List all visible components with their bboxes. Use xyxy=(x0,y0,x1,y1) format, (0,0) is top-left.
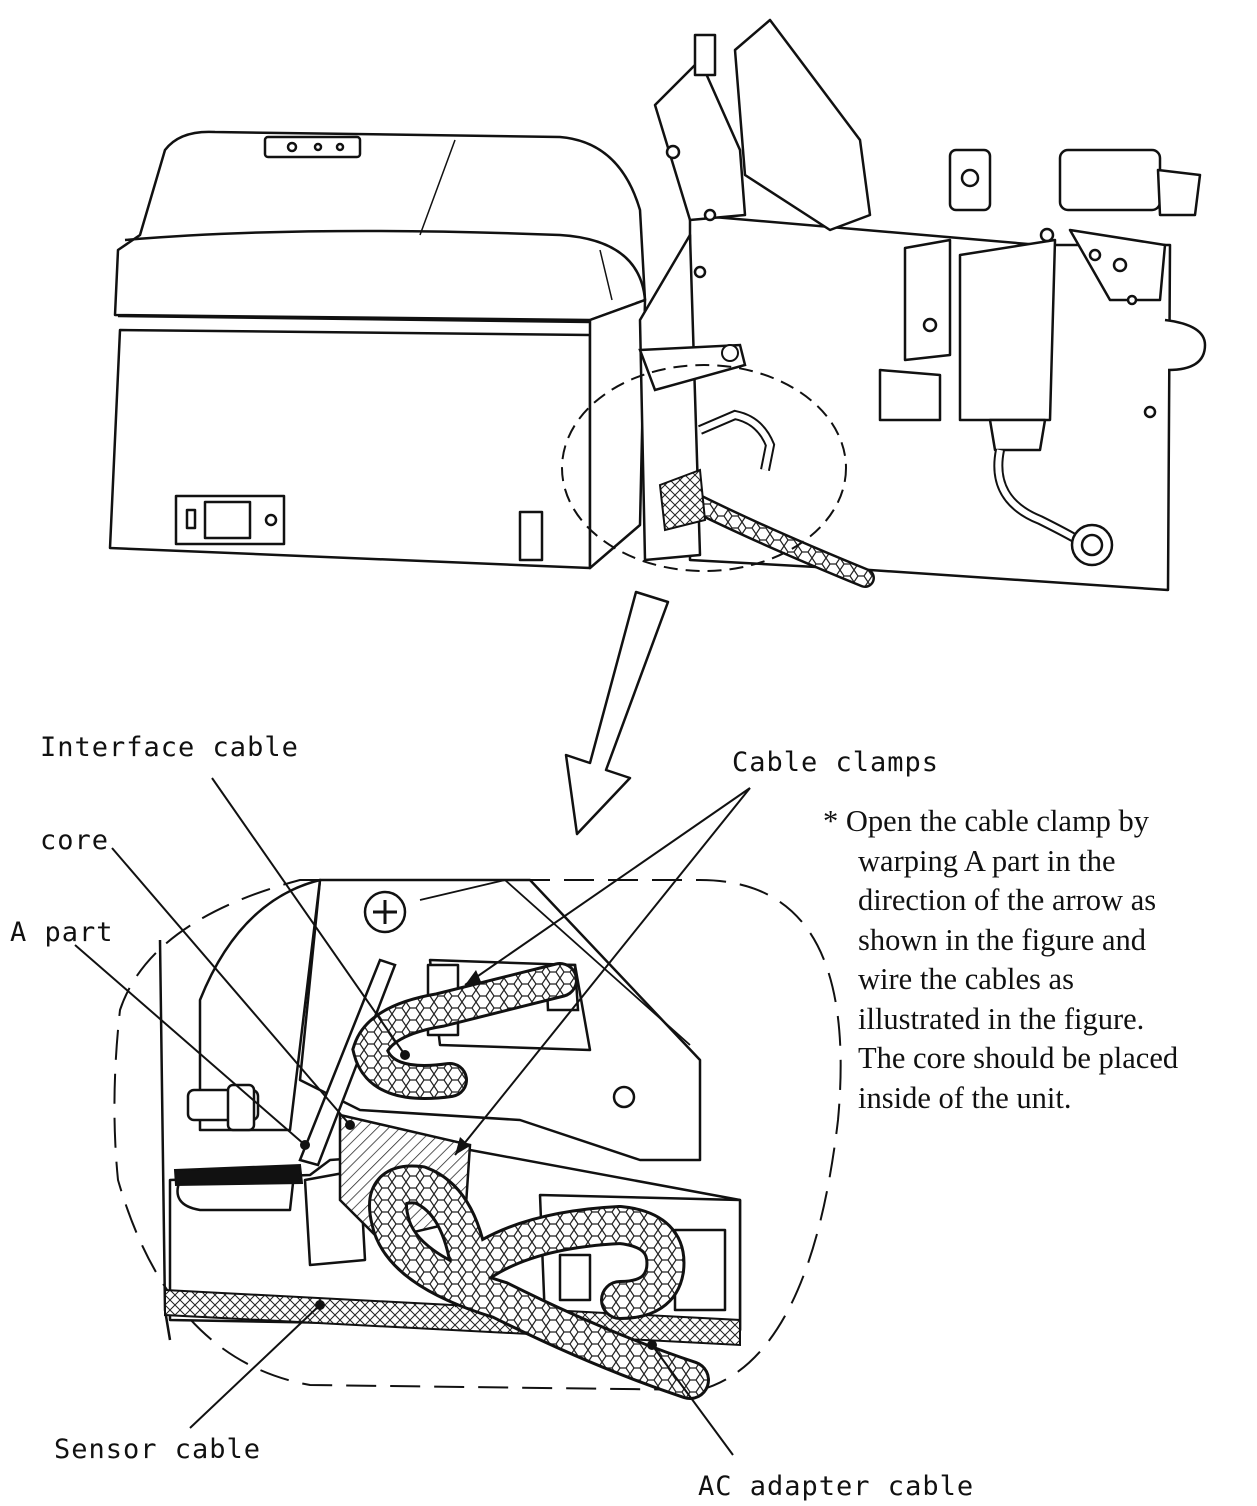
label-a-part: A part xyxy=(10,917,114,948)
note-line: inside of the unit. xyxy=(858,1080,1072,1115)
label-core: core xyxy=(40,825,110,856)
note-line: wire the cables as xyxy=(858,962,1074,996)
detail-view xyxy=(113,878,842,1400)
label-sensor-cable: Sensor cable xyxy=(54,1434,262,1465)
leader-dots xyxy=(300,1050,657,1350)
zoom-arrow xyxy=(564,590,670,836)
mechanism-unit xyxy=(638,18,1207,592)
label-ac-adapter-cable: AC adapter cable xyxy=(698,1471,975,1502)
printer-housing xyxy=(108,130,647,570)
leader-arrowheads xyxy=(455,970,482,1155)
note-line: shown in the figure and xyxy=(858,922,1146,957)
detail-highlight-ellipse xyxy=(561,364,847,572)
note-line: warping A part in the xyxy=(858,843,1116,878)
note-line: illustrated in the figure. xyxy=(858,1001,1145,1036)
instruction-note: * Open the cable clamp by warping A part… xyxy=(823,802,1253,1118)
note-line: direction of the arrow as xyxy=(858,883,1157,917)
note-line: The core should be placed xyxy=(858,1041,1179,1075)
label-cable-clamps: Cable clamps xyxy=(732,747,940,778)
note-line: * Open the cable clamp by xyxy=(823,804,1150,838)
label-interface-cable: Interface cable xyxy=(40,732,299,763)
leader-lines xyxy=(74,777,751,1456)
